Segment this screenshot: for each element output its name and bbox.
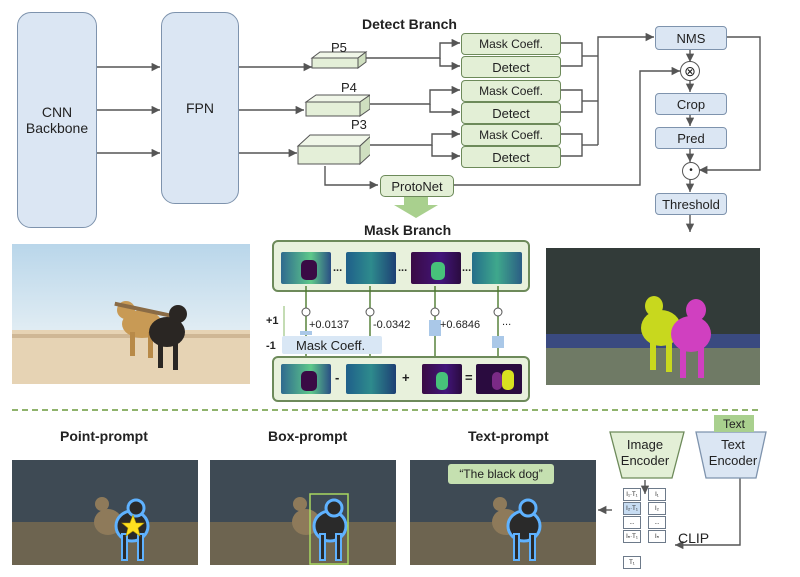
coeff-value-3: +0.6846 [440, 319, 481, 331]
cnn-label: CNN [41, 104, 73, 120]
clip-label: CLIP [678, 530, 710, 546]
segmentation-result [546, 248, 760, 385]
text-encoder-label-2: Encoder [708, 453, 758, 468]
p4-block [305, 101, 361, 117]
text-encoder-shape [695, 431, 767, 479]
ellipsis-2: ... [398, 262, 408, 274]
p5-mask-coeff-label: Mask Coeff. [479, 37, 543, 51]
fpn-box: FPN [161, 12, 239, 204]
mask-coeff-axis-label: Mask Coeff. [296, 338, 366, 353]
text-prompt-title: Text-prompt [468, 428, 549, 444]
p5-block [311, 57, 359, 69]
prototype-mask-3 [411, 252, 461, 284]
input-dog-photo [12, 244, 250, 384]
image-encoder-label-1: Image [626, 437, 664, 452]
p4-mask-coeff-label: Mask Coeff. [479, 84, 543, 98]
mask-branch-title: Mask Branch [364, 222, 452, 238]
clip-image-feat-3: ... [648, 516, 666, 529]
encoder-shapes [609, 431, 767, 479]
box-prompt-rectangle [309, 493, 349, 565]
point-prompt-title: Point-prompt [60, 428, 148, 444]
p3-mask-coeff-label: Mask Coeff. [479, 128, 543, 142]
nms-box: NMS [655, 26, 727, 50]
text-tag: Text [714, 415, 754, 432]
p3-label: P3 [351, 117, 367, 132]
ellipsis-1: ... [333, 262, 343, 274]
p5-detect: Detect [461, 56, 561, 78]
p5-mask-coeff: Mask Coeff. [461, 33, 561, 55]
clip-sim-cell-1: I₁·T₁ [623, 488, 641, 501]
point-prompt-image [12, 460, 198, 565]
clip-text-feat: T₁ [623, 556, 641, 569]
pred-box: Pred [655, 127, 727, 149]
text-prompt-bubble: “The black dog” [448, 464, 554, 484]
point-star-icon [121, 514, 145, 537]
coeff-ellipsis: ... [502, 316, 512, 328]
image-encoder-shape [609, 431, 685, 479]
dot-op-icon: • [682, 162, 700, 180]
clip-sim-cell-3: ... [623, 516, 641, 529]
nms-label: NMS [676, 30, 706, 46]
multiply-op-icon: ⊗ [680, 61, 700, 81]
p5-detect-label: Detect [492, 59, 530, 75]
combo-mask-1 [281, 364, 331, 394]
crop-box: Crop [655, 93, 727, 115]
p5-label: P5 [331, 40, 347, 55]
box-prompt-image [210, 460, 396, 565]
combo-mask-2 [346, 364, 396, 394]
protonet-box: ProtoNet [380, 175, 454, 197]
backbone-label: Backbone [25, 120, 89, 136]
p4-label: P4 [341, 80, 357, 95]
text-prompt-image [410, 460, 596, 565]
combo-result-mask [476, 364, 522, 394]
p3-block [297, 145, 361, 165]
clip-image-feat-4: Iₙ [648, 530, 666, 543]
image-encoder-label-2: Encoder [620, 453, 670, 468]
cnn-backbone-box: CNN Backbone [17, 12, 97, 228]
op-equals: = [465, 370, 473, 385]
coeff-value-1: +0.0137 [309, 319, 350, 331]
crop-label: Crop [676, 96, 706, 112]
mask-coeff-band [282, 336, 382, 354]
pred-label: Pred [677, 130, 705, 146]
text-encoder-label-1: Text [721, 437, 745, 452]
image-encoder-label: Image Encoder [614, 437, 676, 469]
p4-detect: Detect [461, 102, 561, 124]
p4-detect-label: Detect [492, 105, 530, 121]
feature-maps [296, 51, 370, 166]
clip-image-feat-2: I₂ [648, 502, 666, 515]
threshold-box: Threshold [655, 193, 727, 215]
p3-mask-coeff: Mask Coeff. [461, 124, 561, 146]
axis-plus-one: +1 [266, 315, 279, 327]
combo-mask-3 [422, 364, 462, 394]
protonet-label: ProtoNet [391, 178, 443, 194]
clip-sim-cell-4: Iₙ·T₁ [623, 530, 641, 543]
fpn-label: FPN [186, 100, 214, 116]
box-prompt-title: Box-prompt [268, 428, 348, 444]
p4-mask-coeff: Mask Coeff. [461, 80, 561, 102]
prototype-mask-2 [346, 252, 396, 284]
prototype-mask-4 [472, 252, 522, 284]
p3-detect-label: Detect [492, 149, 530, 165]
coeff-value-2: -0.0342 [373, 319, 411, 331]
axis-minus-one: -1 [266, 340, 276, 352]
clip-image-feat-1: I₁ [648, 488, 666, 501]
ellipsis-3: ... [462, 262, 472, 274]
text-encoder-label: Text Encoder [700, 437, 766, 469]
clip-sim-cell-2: I₂·T₁ [623, 502, 641, 515]
op-minus: - [335, 370, 340, 385]
prototype-mask-1 [281, 252, 331, 284]
p3-detect: Detect [461, 146, 561, 168]
threshold-label: Threshold [662, 196, 720, 212]
detect-branch-title: Detect Branch [362, 16, 457, 32]
op-plus: + [402, 370, 410, 385]
